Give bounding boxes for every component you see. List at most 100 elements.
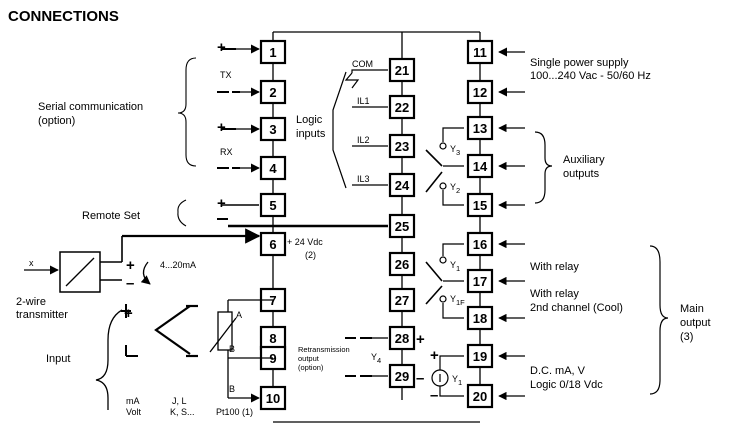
terminal-number: 22 — [395, 100, 409, 115]
il1-label: IL1 — [357, 96, 370, 106]
with-relay-2-label: With relay — [530, 288, 579, 300]
terminal-box — [466, 153, 494, 179]
terminal-box — [388, 57, 416, 83]
terminal-number: 14 — [473, 159, 488, 174]
terminal-box — [388, 251, 416, 277]
retrans-terminals — [345, 337, 388, 377]
svg-text:–: – — [430, 387, 438, 404]
terminal-number: 25 — [395, 219, 409, 234]
y2-label: Y2 — [450, 182, 460, 195]
terminal-number: 28 — [395, 331, 409, 346]
svg-text:+: + — [124, 305, 133, 322]
b2-label: B — [229, 384, 235, 394]
terminal-number: 12 — [473, 85, 487, 100]
y3-label: Y3 — [450, 144, 460, 157]
aux-outputs-group — [425, 123, 553, 210]
main-output-label-2: output — [680, 317, 711, 329]
terminal-box — [388, 213, 416, 239]
terminal-number: 15 — [473, 198, 487, 213]
y1b-label: Y1 — [452, 374, 462, 387]
terminal-box — [466, 231, 494, 257]
terminal-number: 3 — [269, 122, 276, 137]
terminal-box — [388, 133, 416, 159]
serial-comm-group: + TX + RX Serial communication (option) — [38, 39, 260, 173]
input-sensors-group — [95, 299, 273, 410]
svg-text:+: + — [416, 331, 425, 348]
terminal-number: 5 — [269, 198, 276, 213]
terminal-box — [466, 39, 494, 65]
jl-label: J, L — [172, 396, 187, 406]
main-output-label-3: (3) — [680, 331, 693, 343]
svg-text:+: + — [217, 119, 226, 136]
main-output-label-1: Main — [680, 303, 704, 315]
terminal-number: 1 — [269, 45, 276, 60]
terminal-number: 20 — [473, 389, 487, 404]
vdc24-note: (2) — [305, 250, 316, 260]
main-outputs-group — [425, 239, 669, 401]
terminal-box — [259, 385, 287, 411]
il2-label: IL2 — [357, 135, 370, 145]
terminal-box — [466, 343, 494, 369]
retrans-label-1: Retransmission — [298, 345, 350, 354]
terminal-box — [259, 39, 287, 65]
aux-label-1: Auxiliary — [563, 154, 605, 166]
logic-018-label: Logic 0/18 Vdc — [530, 379, 603, 391]
logic-inputs-label-1: Logic — [296, 114, 323, 126]
terminal-number: 13 — [473, 121, 487, 136]
svg-text:–: – — [126, 275, 134, 292]
remote-set-group: + Remote Set — [82, 195, 388, 228]
supply-label-1: Single power supply — [530, 57, 629, 69]
terminal-number: 11 — [473, 45, 487, 60]
terminal-number: 16 — [473, 237, 487, 252]
retrans-label-3: (option) — [298, 363, 324, 372]
svg-text:+: + — [430, 347, 439, 364]
logic-inputs-group — [332, 69, 388, 189]
terminal-number: 19 — [473, 349, 487, 364]
volt-label: Volt — [126, 407, 142, 417]
retrans-label-2: output — [298, 354, 320, 363]
terminal-box — [259, 231, 287, 257]
ma-label: mA — [126, 396, 140, 406]
terminal-number: 6 — [269, 237, 276, 252]
terminal-box — [466, 305, 494, 331]
input-label: Input — [46, 353, 70, 365]
terminal-number: 18 — [473, 311, 487, 326]
terminal-blocks: 1234567891021222324252627282911121314151… — [259, 39, 494, 411]
terminal-number: 29 — [395, 369, 409, 384]
terminal-box — [466, 115, 494, 141]
terminal-box — [259, 192, 287, 218]
power-supply-group — [498, 47, 525, 97]
transmitter-label-2: transmitter — [16, 309, 68, 321]
terminal-box — [388, 287, 416, 313]
terminal-box — [466, 383, 494, 409]
terminal-box — [388, 172, 416, 198]
terminal-number: 8 — [269, 331, 276, 346]
y1-label: Y1 — [450, 260, 460, 273]
supply-label-2: 100...240 Vac - 50/60 Hz — [530, 70, 651, 82]
terminal-box — [259, 116, 287, 142]
terminal-box — [388, 325, 416, 351]
logic-inputs-label-2: inputs — [296, 128, 326, 140]
terminal-number: 2 — [269, 85, 276, 100]
il3-label: IL3 — [357, 174, 370, 184]
terminal-box — [466, 268, 494, 294]
terminal-number: 10 — [266, 391, 280, 406]
ma-range-label: 4...20mA — [160, 260, 196, 270]
terminal-box — [259, 79, 287, 105]
terminal-number: 26 — [395, 257, 409, 272]
dc-ma-label: D.C. mA, V — [530, 365, 586, 377]
terminal-box — [466, 192, 494, 218]
rx-label: RX — [220, 147, 233, 157]
svg-text:+: + — [217, 195, 226, 212]
pt100-label: Pt100 (1) — [216, 407, 253, 417]
tx-label: TX — [220, 70, 232, 80]
transmitter-group — [24, 228, 261, 293]
terminal-box — [259, 155, 287, 181]
terminal-box — [388, 94, 416, 120]
aux-label-2: outputs — [563, 168, 600, 180]
ks-label: K, S... — [170, 407, 195, 417]
terminal-box — [388, 363, 416, 389]
y4-label: Y4 — [371, 352, 381, 365]
svg-text:+: + — [217, 39, 226, 56]
